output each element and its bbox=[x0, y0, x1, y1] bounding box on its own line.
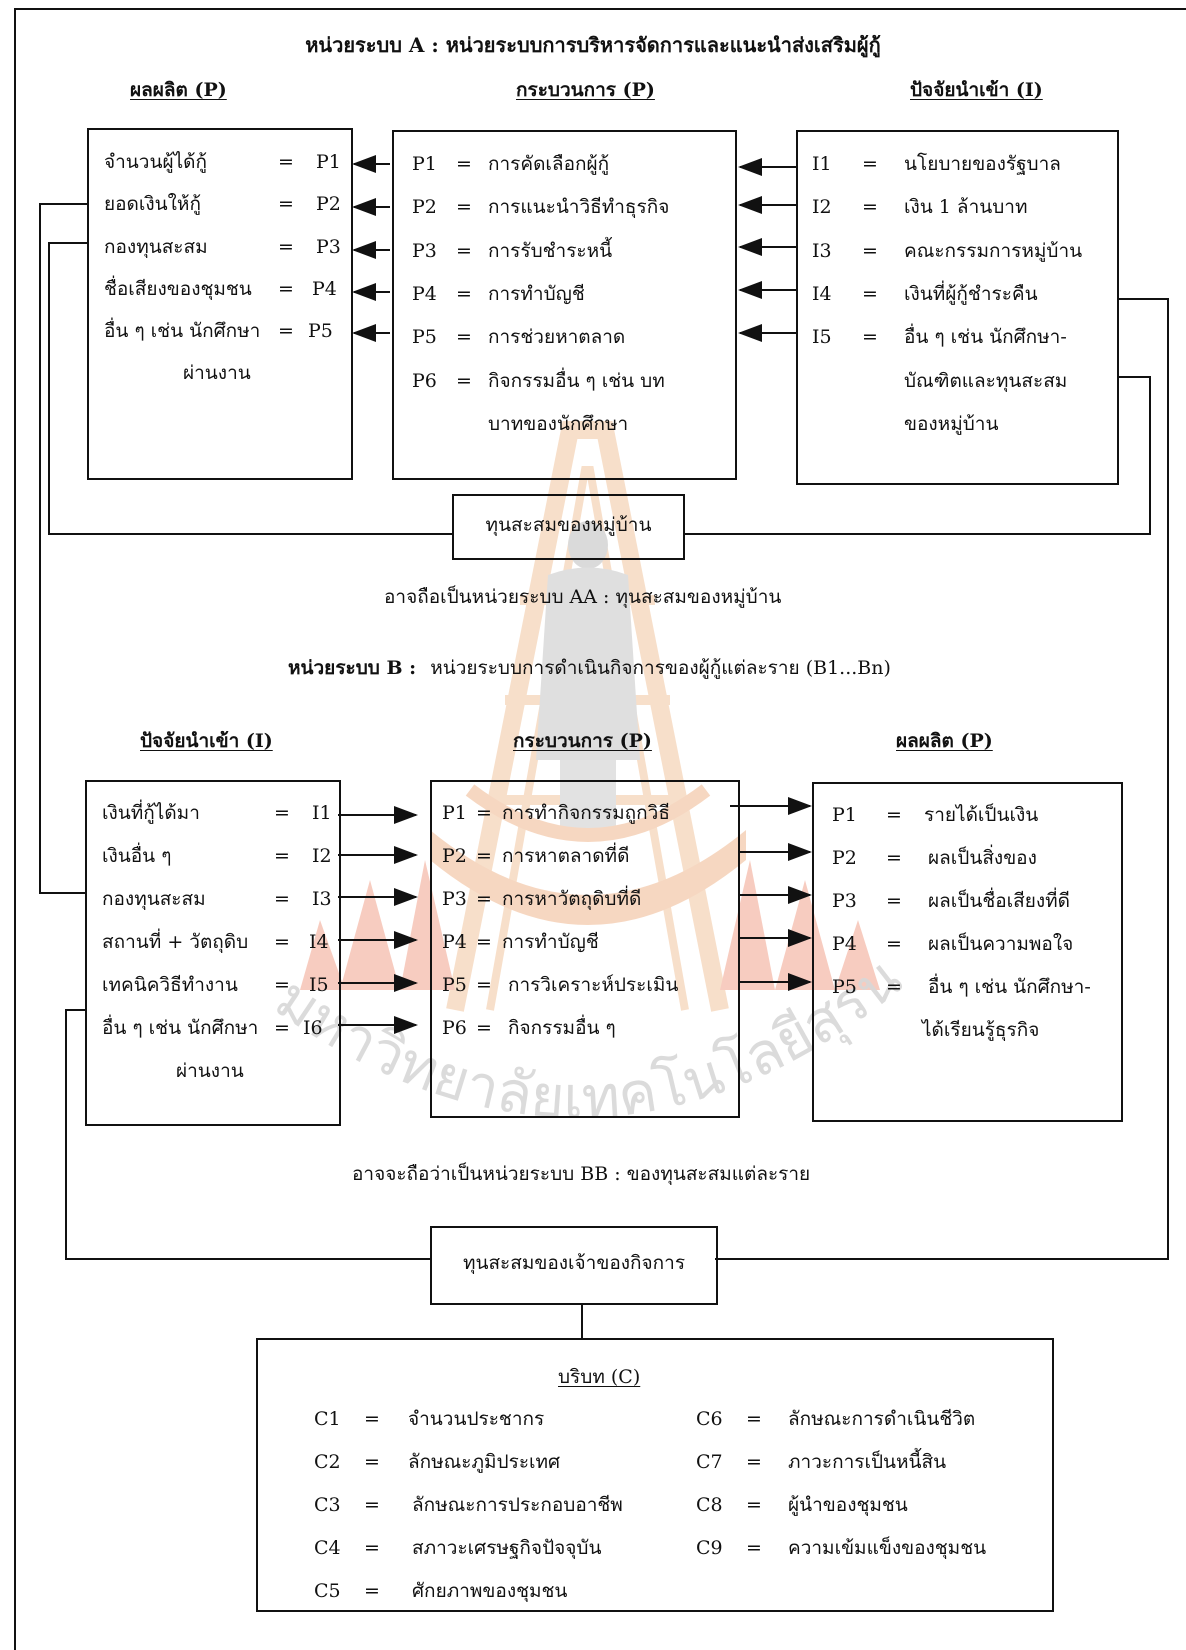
unit-b-fund-label: ทุนสะสมของเจ้าของกิจการ bbox=[462, 1252, 686, 1274]
unit-a-process-box bbox=[392, 130, 737, 480]
unit-a-fund-label: ทุนสะสมของหมู่บ้าน bbox=[485, 514, 652, 536]
list-item-continuation: ผ่านงาน bbox=[176, 1060, 244, 1082]
unit-b-output-box bbox=[812, 782, 1123, 1122]
list-item-continuation: ของหมู่บ้าน bbox=[904, 413, 999, 435]
list-item-continuation: บัณฑิตและทุนสะสม bbox=[904, 370, 1068, 392]
unit-b-process-header: กระบวนการ (P) bbox=[513, 730, 652, 752]
unit-b-process-box bbox=[430, 780, 740, 1118]
unit-a-input-box bbox=[796, 130, 1119, 485]
unit-bb-note: อาจจะถือว่าเป็นหน่วยระบบ BB : ของทุนสะสม… bbox=[352, 1163, 811, 1185]
unit-aa-note: อาจถือเป็นหน่วยระบบ AA : ทุนสะสมของหมู่บ… bbox=[384, 586, 782, 608]
unit-b-output-header: ผลผลิต (P) bbox=[896, 730, 993, 752]
list-item-continuation: ผ่านงาน bbox=[183, 362, 251, 384]
unit-a-output-header: ผลผลิต (P) bbox=[130, 79, 227, 101]
unit-b-input-header: ปัจจัยนำเข้า (I) bbox=[140, 730, 273, 752]
unit-b-title: หน่วยระบบ B : หน่วยระบบการดำเนินกิจการขอ… bbox=[288, 657, 891, 679]
context-box bbox=[256, 1338, 1054, 1612]
outer-frame bbox=[14, 8, 1186, 1650]
unit-b-input-box bbox=[85, 780, 341, 1126]
context-header: บริบท (C) bbox=[558, 1366, 641, 1388]
unit-a-input-header: ปัจจัยนำเข้า (I) bbox=[910, 79, 1043, 101]
list-item-continuation: บาทของนักศึกษา bbox=[488, 413, 629, 435]
unit-b-title-bold: หน่วยระบบ B : bbox=[288, 657, 417, 679]
unit-a-process-header: กระบวนการ (P) bbox=[516, 79, 655, 101]
unit-b-fund-box bbox=[430, 1226, 718, 1305]
unit-a-fund-box bbox=[452, 494, 685, 560]
list-item-continuation: ได้เรียนรู้ธุรกิจ bbox=[922, 1019, 1040, 1041]
unit-a-output-box bbox=[87, 128, 353, 480]
unit-b-title-rest: หน่วยระบบการดำเนินกิจการของผู้กู้แต่ละรา… bbox=[430, 657, 891, 679]
unit-a-title: หน่วยระบบ A : หน่วยระบบการบริหารจัดการแล… bbox=[305, 33, 881, 57]
